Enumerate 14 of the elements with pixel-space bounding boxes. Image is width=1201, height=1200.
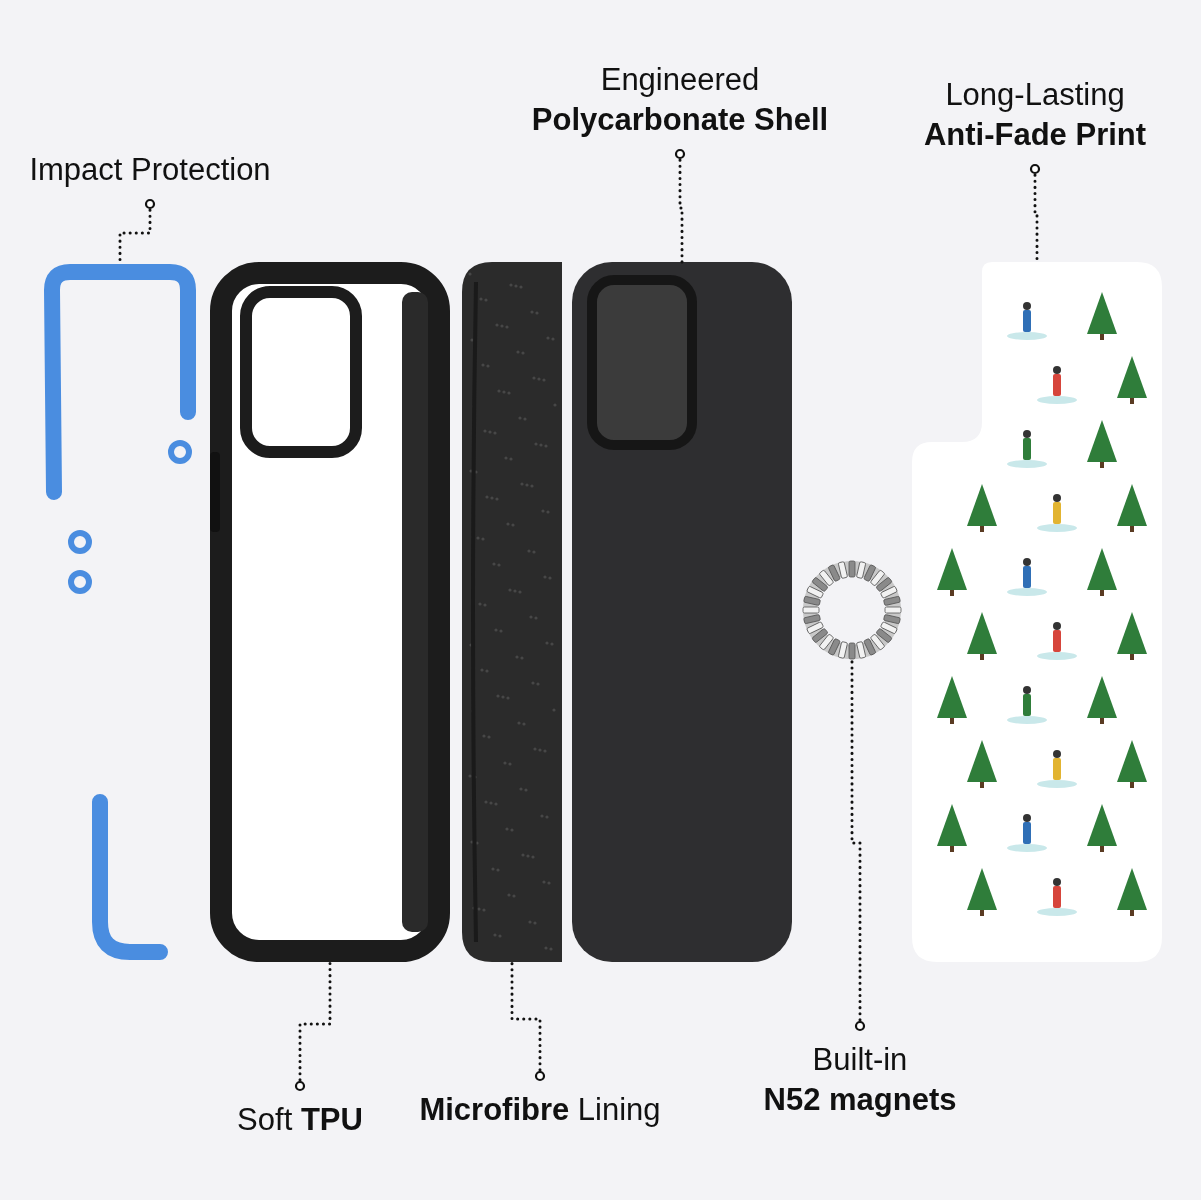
print-back-drawing [912, 262, 1162, 962]
leader-line [674, 148, 686, 264]
leader-line [510, 960, 546, 1082]
feature-label: Impact Protection [10, 150, 290, 190]
feature-label: Long-Lasting Anti-Fade Print [885, 75, 1185, 155]
frame-drawing [210, 262, 450, 962]
feature-label: Engineered Polycarbonate Shell [495, 60, 865, 140]
leader-line [294, 960, 332, 1092]
feature-label: Built-in N52 magnets [720, 1040, 1000, 1120]
leader-line [118, 198, 156, 264]
leader-line [850, 658, 866, 1032]
lining-drawing [462, 262, 562, 962]
magnet-ring-drawing [802, 560, 902, 660]
shell-drawing [572, 262, 792, 962]
